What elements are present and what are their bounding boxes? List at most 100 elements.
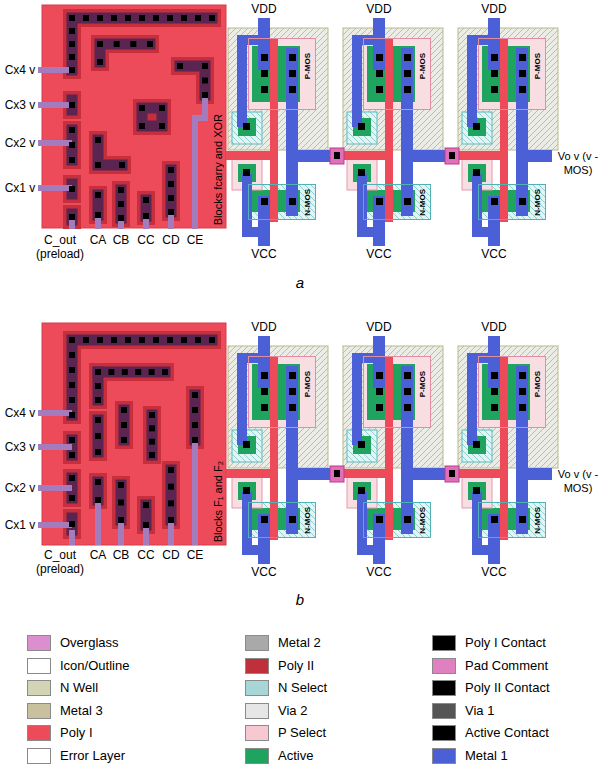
poly2-shape: [180, 66, 205, 95]
contact: [69, 127, 75, 133]
contact: [125, 15, 131, 21]
supply-label: VDD: [481, 2, 506, 16]
contact: [202, 92, 208, 98]
input-wire: [168, 520, 174, 545]
contact: [149, 452, 155, 458]
contact: [261, 70, 268, 77]
contact: [243, 487, 250, 494]
contact: [334, 152, 340, 159]
contact: [519, 86, 526, 93]
panel-letter: a: [296, 276, 304, 290]
contact: [404, 404, 411, 411]
contact: [143, 197, 149, 203]
contact: [519, 516, 526, 523]
contact: [449, 470, 455, 477]
legend-label: Metal 1: [465, 748, 508, 764]
contact: [95, 417, 101, 423]
contact: [139, 105, 145, 111]
contact: [289, 198, 296, 205]
poly2-outline: [186, 395, 204, 440]
transistor-label: N-MOS: [419, 189, 427, 216]
contact: [376, 198, 383, 205]
contact: [192, 422, 198, 428]
input-wire: [38, 444, 72, 450]
poly-input: [337, 469, 393, 478]
legend-label: N Well: [60, 680, 98, 696]
contact: [243, 123, 250, 130]
contact: [376, 54, 383, 61]
transistor-label: N-MOS: [534, 507, 542, 534]
contact: [261, 388, 268, 395]
contact: [289, 372, 296, 379]
contact: [519, 404, 526, 411]
poly2-shape: [98, 367, 165, 378]
contact: [167, 337, 173, 343]
poly2-outline: [180, 66, 205, 95]
contact: [491, 372, 498, 379]
input-pin: Cx2 v: [5, 136, 36, 150]
legend-label: Active: [278, 748, 313, 764]
legend-label: Poly I: [60, 725, 93, 741]
contact: [69, 102, 75, 108]
contact: [168, 467, 174, 473]
contact: [121, 437, 127, 443]
contact: [118, 500, 124, 506]
contact: [69, 412, 75, 418]
contact: [289, 70, 296, 77]
contact: [209, 15, 215, 21]
input-pin: CB: [113, 233, 130, 247]
contact: [261, 516, 268, 523]
contact: [491, 54, 498, 61]
poly-input: [452, 151, 508, 160]
legend-swatch: [432, 680, 456, 696]
input-pin: Cx3 v: [5, 440, 36, 454]
legend-swatch: [27, 658, 51, 674]
contact: [404, 372, 411, 379]
contact: [143, 213, 149, 219]
contact: [95, 479, 101, 485]
poly-gate: [270, 38, 278, 222]
vcc-rail: [373, 196, 385, 246]
contact: [95, 383, 101, 389]
contact: [125, 337, 131, 343]
input-wire: [38, 410, 72, 416]
legend-label: Metal 2: [278, 635, 321, 651]
supply-label: VDD: [481, 320, 506, 334]
input-pin: Cx4 v: [5, 63, 36, 77]
supply-label: VCC: [481, 247, 506, 261]
output-metal: [516, 468, 552, 480]
drain-metal: [286, 366, 298, 534]
pmos-transistor: P-MOS: [478, 356, 546, 428]
pmos-transistor: P-MOS: [248, 356, 316, 428]
contact: [168, 181, 174, 187]
vcc-rail: [488, 196, 500, 246]
poly2-shape: [116, 485, 127, 520]
legend-label: Poly II Contact: [465, 680, 550, 696]
legend-swatch: [245, 635, 269, 651]
contact: [376, 516, 383, 523]
contact: [376, 404, 383, 411]
poly-contact-pad: [445, 148, 459, 164]
contact: [168, 517, 174, 523]
legend-swatch: [245, 703, 269, 719]
contact: [159, 105, 165, 111]
poly2-outline: [162, 470, 180, 520]
poly-contact-pad: [330, 466, 344, 482]
legend-swatch: [27, 725, 51, 741]
poly2-shape: [147, 415, 158, 455]
input-wire: [118, 520, 124, 545]
contact: [69, 437, 75, 443]
input-pin: C_out (preload): [30, 548, 90, 576]
block-name: Blocks fcarry and XOR: [213, 114, 224, 225]
legend-swatch: [27, 680, 51, 696]
contact: [153, 337, 159, 343]
poly-gate: [500, 38, 508, 222]
nmos-transistor: N-MOS: [248, 502, 316, 538]
contact: [358, 169, 365, 176]
transistor-label: P-MOS: [534, 371, 542, 397]
poly-contact-pad: [445, 466, 459, 482]
legend-swatch: [27, 748, 51, 764]
vdd-rail: [373, 336, 385, 388]
contact: [118, 517, 124, 523]
contact: [491, 516, 498, 523]
